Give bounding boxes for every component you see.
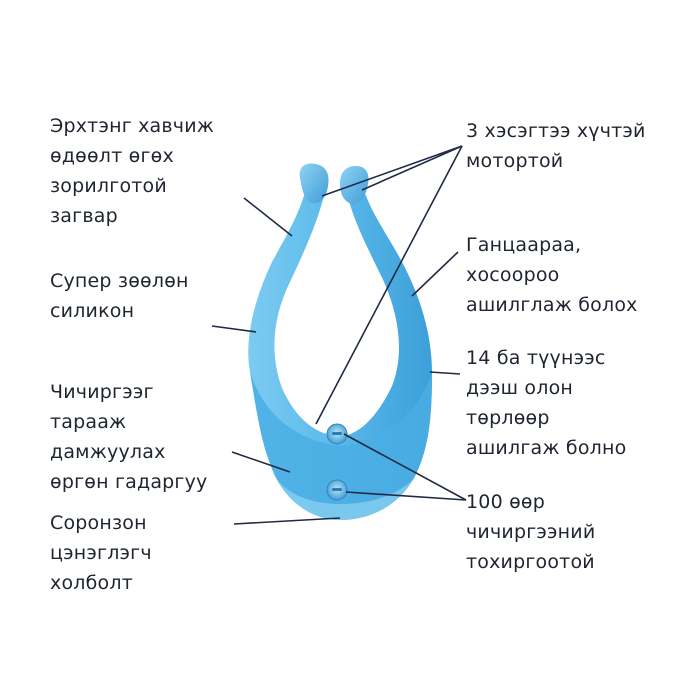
label-line: силикон [50, 300, 135, 322]
label-line: хосоороо [466, 264, 560, 286]
label-line: 3 хэсэгтээ хүчтэй [466, 120, 646, 142]
label-line: дамжуулах [50, 441, 166, 463]
label-line: мотортой [466, 150, 564, 172]
label-magnetic-charger: Соронзон цэнэглэгч холболт [50, 508, 152, 598]
label-line: Ганцаараа, [466, 234, 582, 256]
label-line: Супер зөөлөн [50, 270, 189, 292]
label-three-motors: 3 хэсэгтээ хүчтэй мотортой [466, 116, 646, 176]
label-line: төрлөөр [466, 407, 550, 429]
label-line: зорилготой [50, 175, 167, 197]
label-fourteen-ways: 14 ба түүнээс дээш олон төрлөөр ашилгаж … [466, 343, 626, 463]
label-line: цэнэглэгч [50, 542, 152, 564]
label-clamp-design: Эрхтэнг хавчиж өдөөлт өгөх зорилготой за… [50, 111, 214, 231]
label-line: өдөөлт өгөх [50, 145, 174, 167]
label-line: ашилгаж болно [466, 437, 627, 459]
label-line: дээш олон [466, 377, 574, 399]
leader-lines [211, 145, 467, 525]
label-line: ашилглаж болох [466, 294, 638, 316]
label-wide-surface: Чичиргээг тарааж дамжуулах өргөн гадаргу… [50, 377, 208, 497]
label-line: 14 ба түүнээс [466, 347, 606, 369]
label-line: загвар [50, 205, 118, 227]
label-line: холболт [50, 572, 133, 594]
label-line: 100 өөр [466, 491, 546, 513]
label-hundred-modes: 100 өөр чичиргээний тохиргоотой [466, 487, 595, 577]
label-line: Чичиргээг [50, 381, 154, 403]
label-line: тарааж [50, 411, 127, 433]
device-body [248, 163, 432, 520]
label-line: Соронзон [50, 512, 147, 534]
label-soft-silicone: Супер зөөлөн силикон [50, 266, 189, 326]
label-line: чичиргээний [466, 521, 596, 543]
label-line: өргөн гадаргуу [50, 471, 208, 493]
label-solo-or-couple: Ганцаараа, хосоороо ашилглаж болох [466, 230, 638, 320]
label-line: тохиргоотой [466, 551, 595, 573]
label-line: Эрхтэнг хавчиж [50, 115, 215, 137]
